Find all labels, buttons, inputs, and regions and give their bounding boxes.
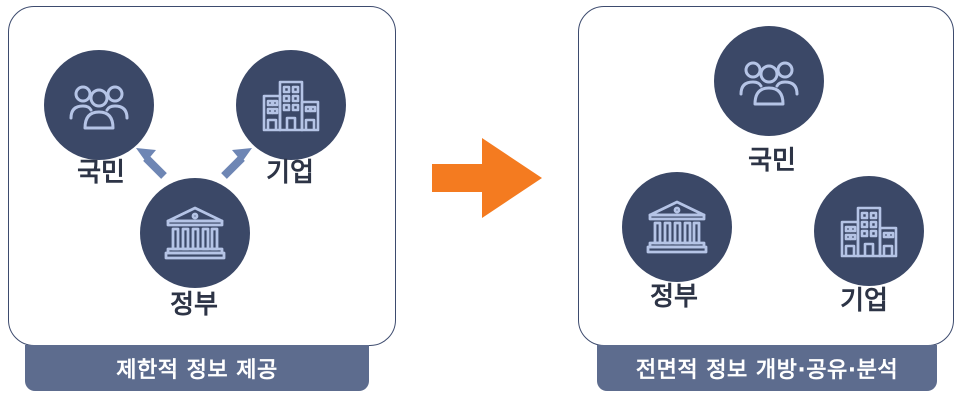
right-government-node: [622, 172, 732, 282]
left-people-node: [44, 50, 154, 160]
right-caption: 전면적 정보 개방·공유·분석: [597, 345, 937, 391]
arrow-up-left-icon: [136, 148, 167, 179]
government-building-icon: [646, 200, 708, 254]
left-company-node: [236, 50, 346, 160]
building-icon: [840, 206, 898, 258]
left-government-node: [140, 178, 250, 288]
left-caption: 제한적 정보 제공: [25, 345, 369, 391]
right-label-company: 기업: [840, 286, 888, 316]
people-group-icon: [739, 61, 799, 106]
government-building-icon: [164, 206, 226, 260]
people-group-icon: [69, 85, 129, 130]
right-people-node: [714, 26, 824, 136]
right-label-people: 국민: [748, 146, 796, 176]
left-label-people: 국민: [77, 158, 125, 188]
big-orange-arrow-icon: [432, 138, 542, 218]
building-icon: [262, 80, 320, 132]
left-label-government: 정부: [170, 290, 218, 320]
right-company-node: [814, 176, 924, 286]
right-label-government: 정부: [650, 282, 698, 312]
left-label-company: 기업: [266, 158, 314, 188]
arrow-up-right-icon: [221, 148, 252, 179]
